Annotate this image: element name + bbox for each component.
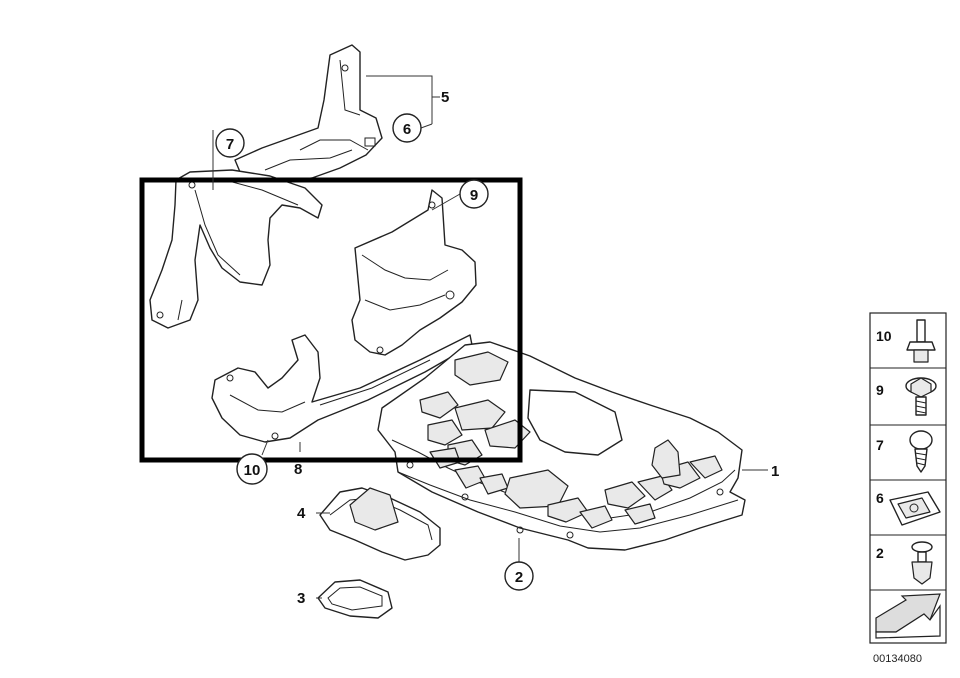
callout-6-circle [392,113,422,143]
callout-2: 2 [515,569,523,586]
cover-panel [319,487,441,561]
callout-8: 8 [294,461,302,478]
callout-1: 1 [771,463,779,480]
callout-7-circle [215,128,245,158]
callout-2-circle [504,561,534,591]
leader-lines [212,75,768,599]
legend-number-6: 6 [876,490,884,506]
underbody-panel [377,341,746,551]
callout-10: 10 [244,462,261,479]
self-tapping-screw-icon [909,430,933,473]
callout-10-circle [236,453,268,485]
tunnel-shield-right [351,189,477,356]
legend-number-2: 2 [876,545,884,561]
highlight-box [139,177,523,463]
clip-nut-icon [889,491,941,526]
front-shield-lower [211,334,473,443]
legend-number-7: 7 [876,437,884,453]
hardware-legend: 10 9 7 6 2 [869,312,947,644]
callout-7: 7 [226,136,234,153]
tunnel-shield-left [149,169,323,329]
legend-number-10: 10 [876,328,892,344]
callout-9-circle [459,179,489,209]
callout-3: 3 [297,590,305,607]
legend-number-9: 9 [876,382,884,398]
callout-9: 9 [470,187,478,204]
callout-6: 6 [403,121,411,138]
callout-4: 4 [297,505,306,522]
flange-screw-icon [905,377,937,416]
heat-shield-upper [234,44,383,183]
reference-number: 00134080 [873,653,922,665]
callout-5: 5 [441,89,449,106]
direction-arrow-icon [875,593,941,639]
expanding-rivet-icon [911,541,933,585]
seal-gasket [317,579,393,619]
bolt-with-washer-icon [906,319,936,363]
